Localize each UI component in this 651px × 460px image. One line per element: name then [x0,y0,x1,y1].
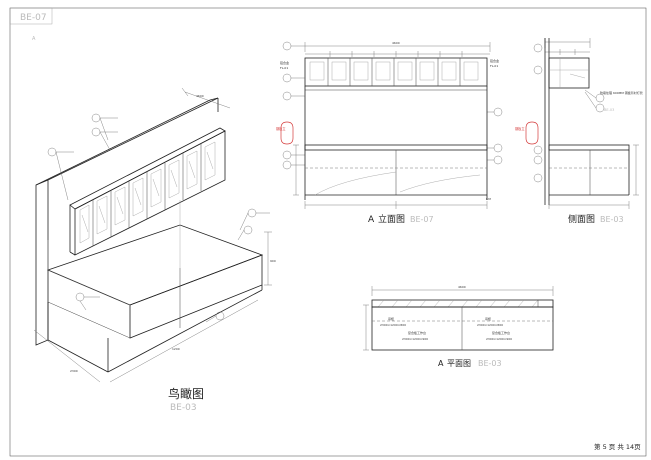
sheet-code: BE-07 [20,13,47,23]
page-info: 第 5 页 共 14页 [594,442,641,451]
sheet-code-sub: A [32,36,36,42]
elevation-code: BE-07 [410,215,434,224]
plan-wall [371,299,554,308]
elev-upper-cabinet [304,57,488,87]
side-code: BE-03 [600,215,624,224]
svg-text:4600: 4600 [392,41,400,45]
elev-bench-top [304,144,488,151]
plan-code: BE-03 [478,359,502,368]
svg-text:4600: 4600 [196,94,204,98]
plan-view: 4600 吊柜 2300×1200×800 吊柜 2300×1200×800 复… [363,285,554,368]
plan-cab-right: 吊柜 [485,316,491,321]
plan-bench-right: 复合板工作台 [492,330,510,335]
plan-bench-left: 复合板工作台 [408,330,426,335]
elev-red-tag: 钢板立 [276,126,286,131]
side-title: 侧面图 [568,213,595,225]
birdseye-code: BE-03 [170,403,197,413]
plan-cab-left: 吊柜 [388,316,394,321]
elev-tag-1: 铝合金 [280,60,289,65]
plan-bench-right-dim: 2300×1200×900 [486,337,512,341]
elev-tag-2: FL-01 [280,66,288,70]
svg-text:2300: 2300 [70,369,78,373]
birdseye-view: 1200 2300 4600 900 鸟瞰图 BE-03 [33,87,276,413]
upper-cabinet [69,127,226,256]
birdseye-title: 鸟瞰图 [168,386,204,401]
elevation-prefix: A [368,215,375,225]
birdseye-leaders [33,87,272,383]
plan-cab-right-dim: 2300×1200×800 [477,323,503,327]
side-upper-cabinet [548,57,590,89]
elev-tag-right: 铝合金 [490,58,499,63]
elevation-view: 4600 铝合金 FL-01 铝合金 FL-01 [276,41,503,225]
sheet-border [9,7,647,457]
svg-text:4600: 4600 [458,285,466,289]
elev-red-callout [280,121,294,145]
svg-text:900: 900 [270,259,276,263]
elev-tag-right-2: FL-01 [490,64,498,68]
workbench [46,200,264,373]
side-note-1: 防霉处理 600MM 钢板背衬灯管 [600,90,643,95]
elevation-title: 立面图 [378,213,405,225]
plan-bench [371,306,554,351]
plan-prefix: A [438,359,444,368]
svg-text:1200: 1200 [172,347,180,351]
side-red-callout [525,121,539,145]
plan-cab-left-dim: 2300×1200×800 [380,323,406,327]
sheet-code-box [9,7,53,25]
plan-bench-left-dim: 2300×1200×900 [402,337,428,341]
plan-title: 平面图 [447,359,471,368]
back-wall-slab [35,179,49,346]
side-red-tag: 钢板立 [515,126,525,131]
side-view: 防霉处理 600MM 钢板背衬灯管 BE-03 钢板立 侧面图 BE-03 [515,38,643,225]
svg-text:F.M: F.M [486,197,491,201]
side-note-2: BE-03 [604,108,614,112]
side-bench-top [548,144,630,151]
